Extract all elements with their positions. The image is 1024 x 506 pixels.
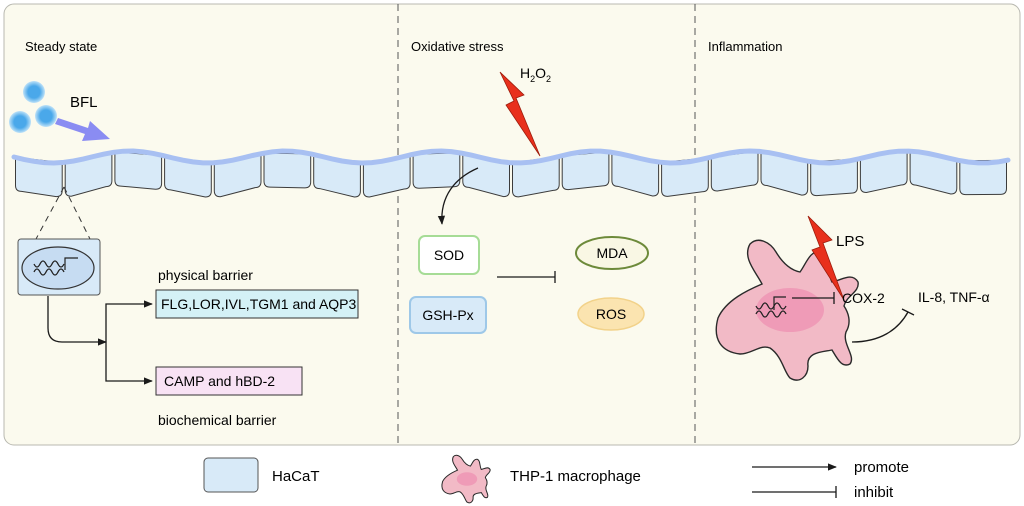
bfl-particle	[35, 105, 57, 127]
legend-macrophage-label: THP-1 macrophage	[510, 468, 641, 485]
hacat-cell	[810, 158, 858, 197]
sod-label: SOD	[434, 247, 464, 263]
zoom-line	[63, 186, 91, 240]
hacat-cell	[462, 152, 510, 198]
membrane-line	[11, 148, 1011, 166]
lps-lightning-icon	[807, 215, 845, 301]
hacat-cell	[64, 151, 113, 197]
hacat-cell	[512, 155, 560, 198]
hacat-cell	[412, 152, 461, 189]
hacat-cell	[15, 156, 63, 198]
legend-inhibit-label: inhibit	[854, 484, 894, 501]
bfl-label: BFL	[70, 94, 98, 111]
promote-arrow-oxidative	[437, 167, 479, 225]
cox2-label: COX-2	[842, 290, 885, 306]
bfl-particles	[9, 81, 57, 133]
promote-arrow-biochemical	[105, 342, 153, 385]
hacat-cell	[661, 157, 709, 197]
hacat-cell	[561, 151, 610, 191]
sod-box	[418, 235, 480, 275]
panel-title-oxidative-stress: Oxidative stress	[411, 39, 504, 54]
hacat-cell	[213, 153, 262, 198]
physical-barrier-label: physical barrier	[158, 267, 253, 283]
hacat-cell	[859, 150, 908, 193]
dna-helix-icon	[33, 260, 65, 276]
bfl-arrow-icon	[55, 118, 110, 141]
panel-title-steady-state: Steady state	[25, 39, 97, 54]
hacat-cell	[959, 159, 1007, 196]
physical-barrier-box	[155, 289, 359, 319]
legend: HaCaT THP-1 macrophage promote inhibit	[203, 454, 909, 504]
hacat-cell	[611, 151, 660, 197]
biochemical-barrier-box	[155, 366, 303, 396]
h2o2-lightning-icon	[499, 71, 541, 157]
zoom-line	[35, 186, 65, 240]
bfl-particle	[9, 111, 31, 133]
bfl-particle	[23, 81, 45, 103]
cytokines-label: IL-8, TNF-α	[918, 289, 990, 305]
pathway-line	[47, 296, 107, 346]
legend-hacat-label: HaCaT	[272, 468, 320, 485]
hacat-cell	[263, 152, 312, 189]
physical-barrier-genes: FLG,LOR,IVL,TGM1 and AQP3	[161, 296, 357, 312]
ros-ellipse	[577, 297, 645, 331]
gsh-px-box	[409, 296, 487, 334]
inhibit-curve-cytokines	[851, 311, 909, 343]
gsh-px-label: GSH-Px	[422, 307, 473, 323]
legend-macrophage-icon	[441, 454, 491, 504]
biochemical-barrier-label: biochemical barrier	[158, 412, 277, 428]
hacat-cell-layer	[15, 150, 1007, 198]
hacat-cell	[114, 151, 163, 190]
legend-hacat-swatch	[203, 457, 259, 493]
inhibit-bar-cytokines	[901, 308, 915, 316]
panel-title-inflammation: Inflammation	[708, 39, 782, 54]
lps-label: LPS	[836, 233, 864, 250]
h2o2-label: H2O2	[520, 65, 551, 84]
hacat-cell	[313, 153, 361, 198]
hacat-cell	[909, 150, 958, 195]
macrophage-dna-helix-icon	[755, 302, 787, 318]
hacat-cell	[362, 154, 411, 198]
ros-label: ROS	[596, 306, 626, 322]
macrophage-cell-icon	[715, 239, 859, 381]
hacat-cell	[164, 155, 212, 198]
legend-promote-label: promote	[854, 459, 909, 476]
biochemical-barrier-genes: CAMP and hBD-2	[164, 373, 275, 389]
mda-ellipse	[575, 236, 649, 270]
mda-label: MDA	[596, 245, 628, 261]
hacat-cell	[710, 150, 759, 192]
hacat-cell	[760, 150, 809, 196]
cell-nucleus-inset	[17, 238, 101, 296]
promote-arrow-physical	[105, 300, 153, 342]
